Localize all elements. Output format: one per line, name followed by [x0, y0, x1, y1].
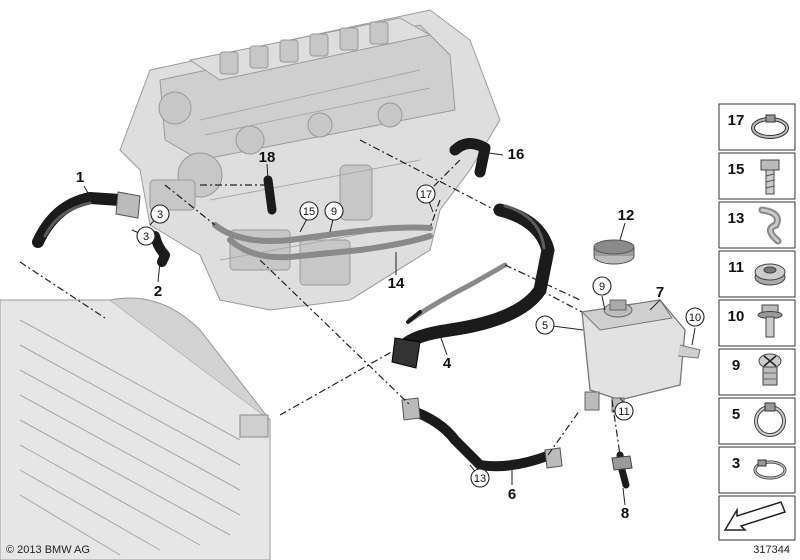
label-5: 5	[542, 320, 548, 332]
circle-callout-15	[299, 201, 319, 221]
circled-callout-labels: 3 3 15 9 17 5 9 10 11 13	[143, 189, 701, 485]
callout-18: 18	[259, 149, 276, 166]
legend-cell-3	[718, 446, 796, 494]
expansion-tank-cap	[593, 239, 635, 265]
circle-callout-3a	[150, 204, 170, 224]
circle-callout-9b	[592, 276, 612, 296]
arrow-icon	[723, 501, 786, 531]
circle-callout-13	[470, 468, 490, 488]
label-9a: 9	[331, 206, 337, 218]
metal-pipes	[212, 222, 508, 324]
label-10: 10	[689, 312, 701, 324]
parts-legend: 17 15 13 11 10 9 5 3	[718, 103, 796, 541]
callout-2: 2	[154, 283, 162, 300]
callout-7: 7	[656, 284, 664, 301]
circle-callout-17	[416, 184, 436, 204]
hoses	[32, 138, 633, 489]
callout-8: 8	[621, 505, 629, 522]
legend-cell-10	[718, 299, 796, 347]
callout-4: 4	[443, 355, 452, 372]
hose-clamp-icon	[751, 114, 789, 139]
label-9b: 9	[599, 281, 605, 293]
legend-number-11: 11	[728, 259, 744, 276]
label-11: 11	[618, 406, 629, 418]
label-17: 17	[420, 189, 432, 201]
radiator	[0, 297, 271, 560]
legend-number-3: 3	[732, 455, 740, 472]
callout-numbers: 1 2 4 6 7 8 12 14 16 18	[76, 146, 664, 522]
circle-callout-9a	[324, 201, 344, 221]
legend-number-5: 5	[732, 406, 740, 423]
circle-callout-5	[535, 315, 555, 335]
circle-callout-10	[685, 307, 705, 327]
label-13: 13	[474, 473, 486, 485]
legend-cell-9	[718, 348, 796, 396]
label-3b: 3	[143, 231, 149, 243]
callout-16: 16	[508, 146, 525, 163]
callout-12: 12	[618, 207, 635, 224]
copyright-text: © 2013 BMW AG	[6, 544, 90, 556]
spring-clamp-icon	[753, 459, 787, 480]
legend-number-15: 15	[728, 161, 745, 178]
band-clamp-icon	[754, 402, 786, 437]
legend-number-13: 13	[728, 210, 745, 227]
bolt-icon	[760, 159, 780, 195]
callout-1: 1	[76, 169, 84, 186]
legend-cell-13	[718, 201, 796, 249]
expansion-tank	[580, 299, 701, 413]
legend-number-10: 10	[728, 308, 745, 325]
circle-callout-3b	[136, 226, 156, 246]
label-3a: 3	[157, 209, 163, 221]
legend-number-9: 9	[732, 357, 740, 374]
circle-callout-11	[614, 401, 634, 421]
label-15: 15	[303, 206, 315, 218]
diagram-id: 317344	[753, 544, 790, 556]
callout-6: 6	[508, 486, 516, 503]
screw-washer-icon	[757, 304, 783, 338]
circled-callouts	[136, 184, 705, 488]
legend-number-17: 17	[728, 112, 745, 129]
leader-lines	[19, 139, 621, 456]
nut-icon	[754, 263, 786, 286]
legend-cell-15	[718, 152, 796, 200]
clip-icon	[758, 206, 782, 245]
callout-14: 14	[388, 275, 405, 292]
legend-cell-17	[718, 103, 796, 151]
engine-block	[119, 9, 501, 311]
expansion-plug-icon	[758, 353, 782, 386]
